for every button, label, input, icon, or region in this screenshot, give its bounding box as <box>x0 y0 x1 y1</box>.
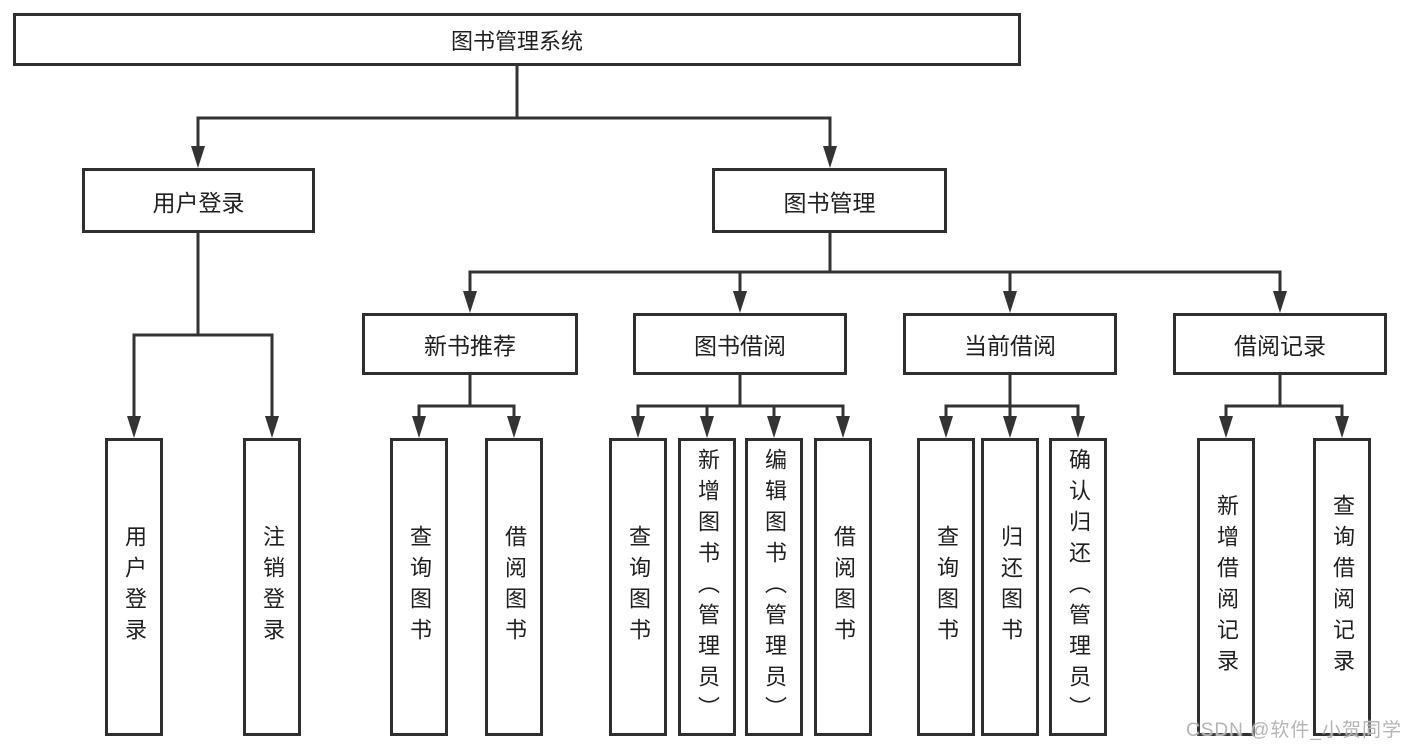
watermark: CSDN @软件_小贺同学 <box>1186 720 1402 741</box>
arrowheads-book-borrow-leaves <box>631 416 850 438</box>
leaf-borrow-books: 借阅图书 <box>814 438 872 736</box>
node-borrow-records: 借阅记录 <box>1173 313 1387 375</box>
node-current-borrow: 当前借阅 <box>903 313 1117 375</box>
node-user-login: 用户登录 <box>82 168 315 233</box>
connector-current-borrow-to-leaves <box>944 373 1080 422</box>
leaf-logout: 注销登录 <box>243 438 301 736</box>
arrowheads-user-login-leaves <box>127 416 279 438</box>
leaf-query-books-borrow: 查询图书 <box>609 438 667 736</box>
leaf-confirm-return-admin: 确认归还（管理员） <box>1049 438 1107 736</box>
leaf-edit-books-admin: 编辑图书（管理员） <box>745 438 803 736</box>
connector-book-management-to-level3 <box>468 231 1282 297</box>
leaf-query-books-recommend: 查询图书 <box>390 438 448 736</box>
arrowheads-borrow-records-leaves <box>1219 416 1349 438</box>
connector-borrow-records-to-leaves <box>1224 373 1344 422</box>
leaf-add-books-admin: 新增图书（管理员） <box>678 438 736 736</box>
connector-book-borrow-to-leaves <box>636 373 845 422</box>
node-new-book-recommend: 新书推荐 <box>362 313 578 375</box>
node-root-library-system: 图书管理系统 <box>13 13 1021 66</box>
node-book-borrow: 图书借阅 <box>633 313 847 375</box>
leaf-query-books-current: 查询图书 <box>917 438 975 736</box>
leaf-add-borrow-record: 新增借阅记录 <box>1197 438 1255 736</box>
arrowheads-level3 <box>463 291 1287 313</box>
leaf-user-login: 用户登录 <box>105 438 163 736</box>
leaf-borrow-books-recommend: 借阅图书 <box>485 438 543 736</box>
connector-recommend-to-leaves <box>417 373 516 422</box>
arrowheads-root-to-level2 <box>191 146 837 168</box>
connector-user-login-to-leaves <box>132 231 274 422</box>
arrowheads-current-borrow-leaves <box>939 416 1085 438</box>
connector-root-to-level2 <box>196 64 832 152</box>
leaf-query-borrow-record: 查询借阅记录 <box>1313 438 1371 736</box>
arrowheads-recommend-leaves <box>412 416 521 438</box>
leaf-return-books: 归还图书 <box>981 438 1039 736</box>
node-book-management: 图书管理 <box>712 168 947 233</box>
